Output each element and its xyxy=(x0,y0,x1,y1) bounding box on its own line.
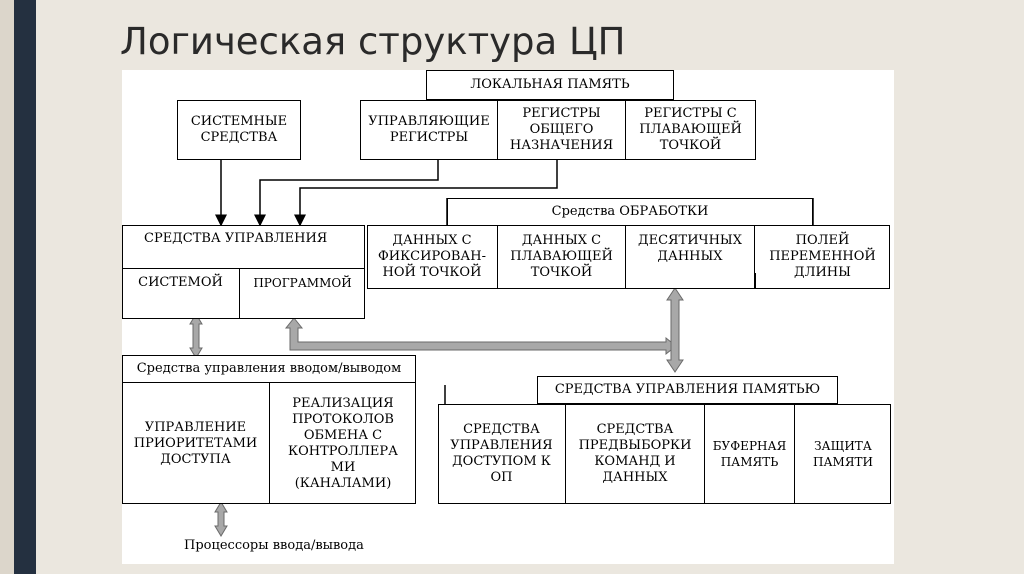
processing-variable-line: ПЕРЕМЕННОЙ xyxy=(769,249,876,264)
connector-lines xyxy=(189,160,836,537)
local-memory-label: ЛОКАЛЬНАЯ ПАМЯТЬ xyxy=(470,77,630,92)
memory-access-line: ДОСТУПОМ К xyxy=(452,454,551,469)
arrow-regs-to-control xyxy=(254,160,439,227)
processing-decimal-line: ДАННЫХ xyxy=(657,249,723,264)
processing-fixed-line: ДАННЫХ С xyxy=(392,233,472,248)
processing-title: Средства ОБРАБОТКИ xyxy=(551,204,709,219)
io-protocols-line: (КАНАЛАМИ) xyxy=(294,475,392,491)
processing-decimal-line: ДЕСЯТИЧНЫХ xyxy=(638,233,742,248)
arrow-program-bus xyxy=(284,317,677,356)
processing-fixed-line: НОЙ ТОЧКОЙ xyxy=(382,265,482,280)
system-means-line: СРЕДСТВА xyxy=(200,130,278,145)
float-registers-line: ПЛАВАЮЩЕЙ xyxy=(639,122,742,137)
processing-float-line: ДАННЫХ С xyxy=(521,233,602,248)
processing-title-box: Средства ОБРАБОТКИ xyxy=(447,198,813,226)
memory-prefetch-line: ДАННЫХ xyxy=(602,470,668,485)
control-box xyxy=(122,225,365,319)
processing-float-cell: ДАННЫХ С ПЛАВАЮЩЕЙ ТОЧКОЙ xyxy=(498,225,626,289)
memory-buffer-cell: БУФЕРНАЯ ПАМЯТЬ xyxy=(705,404,795,504)
general-registers-box: РЕГИСТРЫ ОБЩЕГО НАЗНАЧЕНИЯ xyxy=(497,100,626,160)
memory-access-line: УПРАВЛЕНИЯ xyxy=(450,438,553,453)
io-protocols-line: ПРОТОКОЛОВ xyxy=(292,411,394,427)
control-system-cell: СИСТЕМОЙ xyxy=(122,269,240,319)
control-system-label: СИСТЕМОЙ xyxy=(138,275,223,290)
memory-access-line: ОП xyxy=(490,470,513,485)
memory-prefetch-cell: СРЕДСТВА ПРЕДВЫБОРКИ КОМАНД И ДАННЫХ xyxy=(566,404,705,504)
slide-title: Логическая структура ЦП xyxy=(120,20,626,63)
float-registers-box: РЕГИСТРЫ С ПЛАВАЮЩЕЙ ТОЧКОЙ xyxy=(625,100,756,160)
memory-prefetch-line: КОМАНД И xyxy=(594,454,676,469)
processing-float-line: ПЛАВАЮЩЕЙ xyxy=(510,249,613,264)
memory-protection-cell: ЗАЩИТА ПАМЯТИ xyxy=(795,404,891,504)
memory-control-title: СРЕДСТВА УПРАВЛЕНИЯ ПАМЯТЬЮ xyxy=(554,382,821,397)
io-protocols-line: КОНТРОЛЛЕРА xyxy=(288,443,398,459)
general-registers-line: ОБЩЕГО xyxy=(529,122,594,137)
memory-prefetch-line: ПРЕДВЫБОРКИ xyxy=(578,438,692,453)
control-registers-box: УПРАВЛЯЮЩИЕ РЕГИСТРЫ xyxy=(360,100,498,160)
control-title: СРЕДСТВА УПРАВЛЕНИЯ xyxy=(144,231,328,246)
arrow-io-processors xyxy=(214,501,228,537)
io-protocols-cell: РЕАЛИЗАЦИЯ ПРОТОКОЛОВ ОБМЕНА С КОНТРОЛЛЕ… xyxy=(270,383,416,504)
processing-float-line: ТОЧКОЙ xyxy=(530,265,593,280)
control-program-label: ПРОГРАММОЙ xyxy=(253,276,352,290)
control-program-cell: ПРОГРАММОЙ xyxy=(240,269,365,319)
memory-protection-line: ЗАЩИТА xyxy=(814,439,872,453)
processing-decimal-cell: ДЕСЯТИЧНЫХ ДАННЫХ xyxy=(626,225,755,273)
arrow-processing-memory xyxy=(666,287,684,373)
io-protocols-line: МИ xyxy=(330,459,356,475)
io-priority-cell: УПРАВЛЕНИЕ ПРИОРИТЕТАМИ ДОСТУПА xyxy=(122,383,270,504)
processing-row xyxy=(367,225,890,289)
io-protocols-line: ОБМЕНА С xyxy=(303,427,383,443)
local-memory-box: ЛОКАЛЬНАЯ ПАМЯТЬ xyxy=(426,70,674,100)
processing-variable-line: ПОЛЕЙ xyxy=(795,233,850,248)
memory-prefetch-line: СРЕДСТВА xyxy=(596,422,674,437)
processing-fixed-line: ФИКСИРОВАН- xyxy=(377,249,486,264)
control-title-cell: СРЕДСТВА УПРАВЛЕНИЯ xyxy=(122,225,365,269)
memory-buffer-line: БУФЕРНАЯ xyxy=(712,439,787,453)
system-means-box: СИСТЕМНЫЕ СРЕДСТВА xyxy=(177,100,301,160)
memory-control-row xyxy=(438,404,891,504)
left-margin-strip xyxy=(0,0,14,574)
io-priority-line: УПРАВЛЕНИЕ xyxy=(144,419,247,435)
processing-variable-cell: ПОЛЕЙ ПЕРЕМЕННОЙ ДЛИНЫ xyxy=(755,225,890,289)
memory-buffer-line: ПАМЯТЬ xyxy=(720,455,779,469)
control-registers-line: РЕГИСТРЫ xyxy=(389,130,469,145)
arrow-control-io xyxy=(189,313,203,359)
memory-access-cell: СРЕДСТВА УПРАВЛЕНИЯ ДОСТУПОМ К ОП xyxy=(438,404,566,504)
left-accent-bar xyxy=(14,0,36,574)
io-control-title: Средства управления вводом/выводом xyxy=(136,360,402,376)
float-registers-line: ТОЧКОЙ xyxy=(659,138,722,153)
general-registers-line: НАЗНАЧЕНИЯ xyxy=(509,138,614,153)
float-registers-line: РЕГИСТРЫ С xyxy=(644,106,737,121)
control-registers-line: УПРАВЛЯЮЩИЕ xyxy=(368,114,490,129)
processing-fixed-cell: ДАННЫХ С ФИКСИРОВАН- НОЙ ТОЧКОЙ xyxy=(367,225,498,289)
io-priority-line: ПРИОРИТЕТАМИ xyxy=(133,435,258,451)
memory-access-line: СРЕДСТВА xyxy=(463,422,540,437)
memory-protection-line: ПАМЯТИ xyxy=(813,455,873,469)
processing-divider xyxy=(754,273,756,289)
memory-control-title-box: СРЕДСТВА УПРАВЛЕНИЯ ПАМЯТЬЮ xyxy=(537,376,838,404)
io-priority-line: ДОСТУПА xyxy=(160,451,231,467)
io-processors-label: Процессоры ввода/вывода xyxy=(184,538,364,553)
processing-variable-line: ДЛИНЫ xyxy=(794,265,851,280)
system-means-line: СИСТЕМНЫЕ xyxy=(190,114,288,129)
io-control-title-cell: Средства управления вводом/выводом xyxy=(122,355,416,383)
io-protocols-line: РЕАЛИЗАЦИЯ xyxy=(292,395,394,411)
arrow-general-to-control xyxy=(294,160,558,227)
diagram-canvas: ЛОКАЛЬНАЯ ПАМЯТЬ СИСТЕМНЫЕ СРЕДСТВА УПРА… xyxy=(122,70,894,564)
general-registers-line: РЕГИСТРЫ xyxy=(522,106,601,121)
